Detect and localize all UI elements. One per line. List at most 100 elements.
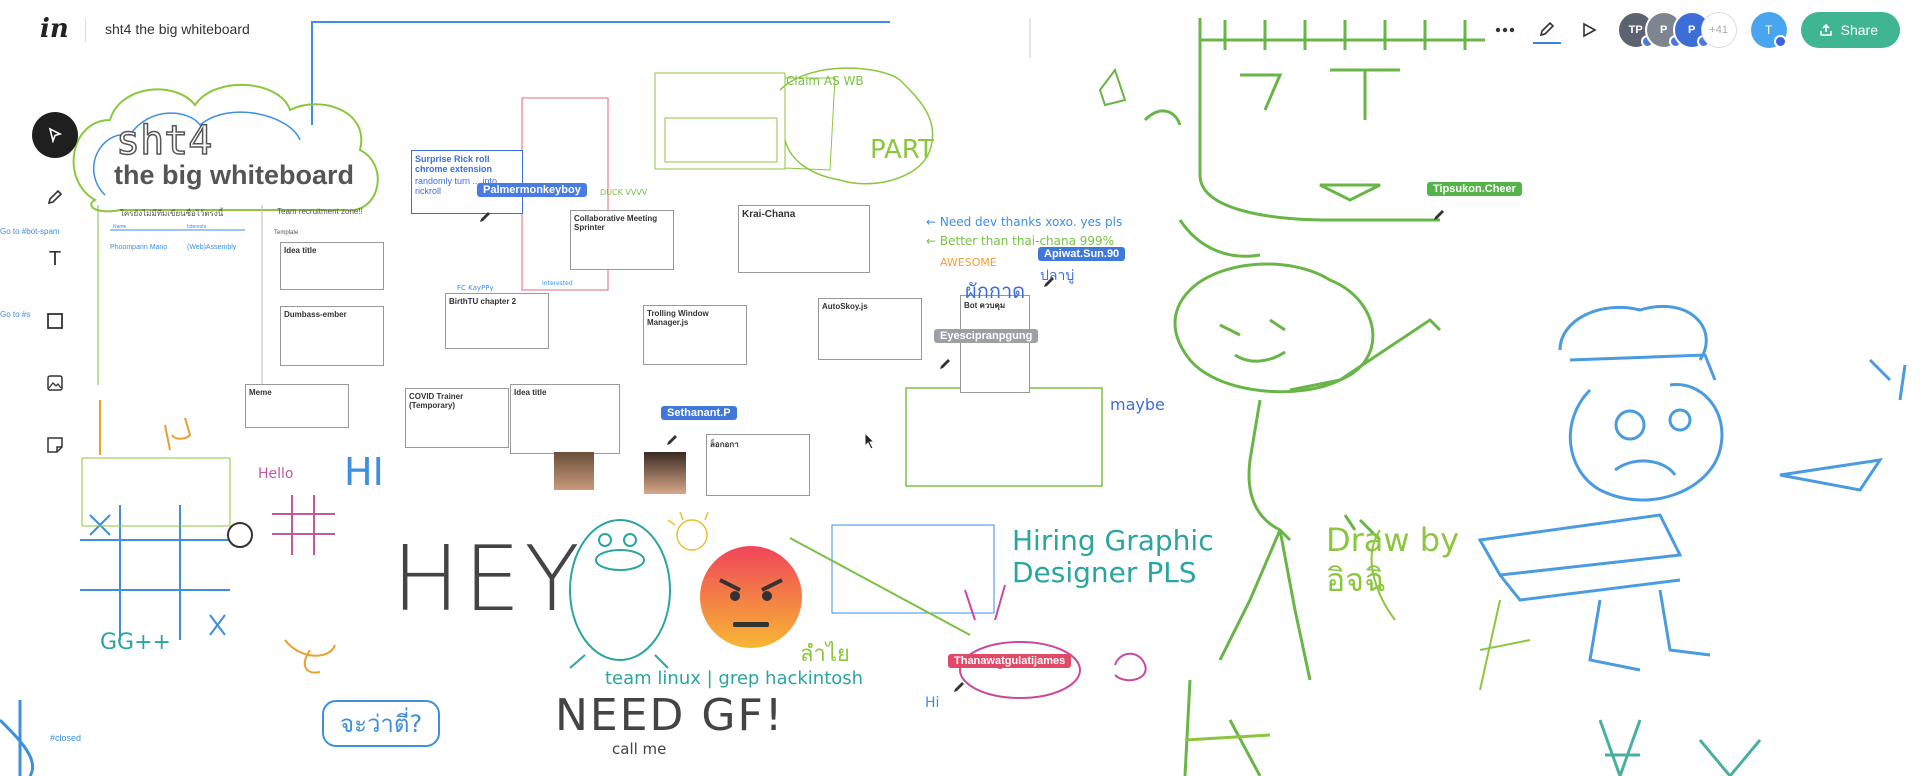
table-header-cell: Name bbox=[113, 224, 127, 230]
more-options-icon[interactable] bbox=[1491, 16, 1519, 44]
card-title: COVID Trainer (Temporary) bbox=[409, 392, 464, 410]
share-button[interactable]: Share bbox=[1800, 12, 1900, 48]
profile-photo[interactable] bbox=[644, 452, 686, 494]
annotation-text[interactable]: Interested bbox=[542, 280, 573, 287]
annotation-text[interactable]: ปลาบู่ bbox=[1040, 268, 1075, 284]
mouse-pointer-icon bbox=[864, 432, 876, 450]
header-actions: TP P P +41 T Share bbox=[1491, 11, 1900, 49]
card-title: Surprise Rick roll chrome extension bbox=[415, 154, 493, 174]
annotation-text[interactable]: call me bbox=[612, 740, 667, 758]
table-header-cell: Interests bbox=[187, 224, 207, 230]
share-label: Share bbox=[1840, 22, 1878, 38]
idea-card[interactable]: ล็อกอกา bbox=[706, 434, 810, 496]
image-tool-button[interactable] bbox=[32, 360, 78, 406]
collaborator-cursor-label: Palmermonkeyboy bbox=[477, 183, 587, 197]
collaborator-avatars[interactable]: TP P P +41 bbox=[1616, 11, 1737, 49]
drawing-toolbar: T bbox=[32, 112, 78, 468]
board-heading-sht4[interactable]: sht4 bbox=[115, 117, 213, 165]
collaborator-pen-icon bbox=[667, 435, 677, 445]
table-row-cell: (Web)Assembly bbox=[187, 244, 237, 251]
idea-card[interactable]: Surprise Rick roll chrome extension rand… bbox=[411, 150, 523, 214]
board-heading-main[interactable]: the big whiteboard bbox=[114, 160, 354, 190]
idea-card[interactable]: Dumbass-ember bbox=[280, 306, 384, 366]
annotation-text[interactable]: maybe bbox=[1110, 395, 1165, 414]
idea-card[interactable]: Collaborative Meeting Sprinter bbox=[570, 210, 674, 270]
current-user-avatar[interactable]: T bbox=[1750, 12, 1787, 48]
left-link-text[interactable]: Go to #bot-spam bbox=[0, 227, 60, 236]
card-title: Trolling Window Manager.js bbox=[647, 309, 709, 327]
share-icon bbox=[1819, 23, 1832, 36]
collaborator-cursor-label: Eyescipranpgung bbox=[934, 329, 1039, 343]
annotation-text[interactable]: จะว่าตี่? bbox=[322, 700, 441, 747]
annotation-text[interactable]: NEED GF! bbox=[555, 690, 785, 741]
collaborator-pen-icon bbox=[940, 359, 950, 369]
collaborator-cursor-label: Tipsukon.Cheer bbox=[1427, 182, 1522, 196]
card-title: Krai-Chana bbox=[742, 209, 796, 220]
closed-tag[interactable]: #closed bbox=[50, 733, 82, 743]
annotation-text[interactable]: PART bbox=[870, 135, 934, 165]
section-label[interactable]: ใครยังไม่มีทีมเขียนชื่อไว้ตรงนี้ bbox=[120, 209, 224, 218]
idea-card[interactable]: AutoSkoy.js bbox=[818, 298, 922, 360]
card-title: Dumbass-ember bbox=[284, 310, 347, 319]
card-title: Meme bbox=[249, 388, 272, 397]
annotation-text[interactable]: Draw by อิจฉิ bbox=[1326, 521, 1459, 599]
idea-card[interactable]: Idea title bbox=[280, 242, 384, 290]
annotation-text[interactable]: DUCK VVVV bbox=[600, 188, 648, 197]
collaborator-cursor-label: Sethanant.P bbox=[661, 406, 737, 420]
board-title[interactable]: sht4 the big whiteboard bbox=[105, 21, 250, 37]
card-title: Bot ควบคุม bbox=[964, 301, 1006, 310]
avatar[interactable]: P bbox=[1672, 11, 1711, 49]
image-icon bbox=[47, 375, 63, 391]
idea-card[interactable]: Trolling Window Manager.js bbox=[643, 305, 747, 365]
profile-photo[interactable] bbox=[554, 452, 594, 490]
idea-card[interactable]: Krai-Chana bbox=[738, 205, 870, 273]
annotation-text[interactable]: Hi bbox=[925, 695, 940, 711]
annotation-text[interactable]: HEY bbox=[392, 527, 584, 632]
cursor-arrow-icon bbox=[48, 127, 63, 143]
square-icon bbox=[47, 313, 63, 329]
annotation-text[interactable]: Hello bbox=[258, 466, 294, 482]
invision-logo[interactable]: in bbox=[40, 14, 69, 44]
annotation-text[interactable]: FC KayPPy bbox=[457, 284, 494, 292]
idea-card[interactable]: BirthTU chapter 2 bbox=[445, 293, 549, 349]
collaborator-pen-icon bbox=[1044, 277, 1054, 287]
table-row-cell: Phoomparin Mano bbox=[110, 244, 168, 251]
header-divider bbox=[85, 18, 86, 42]
annotation-text[interactable]: HI bbox=[344, 450, 384, 494]
sticky-note-tool-button[interactable] bbox=[32, 422, 78, 468]
edit-pen-icon[interactable] bbox=[1532, 16, 1561, 44]
pen-tool-button[interactable] bbox=[32, 174, 78, 220]
annotation-text[interactable]: team linux | grep hackintosh bbox=[605, 668, 864, 689]
text-tool-button[interactable]: T bbox=[32, 236, 78, 282]
annotation-text[interactable]: GG++ bbox=[100, 630, 171, 655]
collaborator-pen-icon bbox=[1434, 210, 1444, 220]
annotation-text[interactable]: ← Better than thai-chana 999% bbox=[926, 234, 1115, 248]
present-play-icon[interactable] bbox=[1575, 16, 1603, 44]
annotation-text[interactable]: AWESOME bbox=[940, 256, 997, 269]
annotation-text[interactable]: Claim AS WB bbox=[786, 74, 864, 88]
section-label[interactable]: Template bbox=[274, 230, 299, 236]
collaborator-cursor-label: Thanawatgulatijames bbox=[948, 654, 1072, 668]
idea-card[interactable]: COVID Trainer (Temporary) bbox=[405, 388, 509, 448]
text-tool-icon: T bbox=[48, 247, 62, 270]
idea-card[interactable]: Bot ควบคุม bbox=[960, 295, 1030, 393]
pencil-icon bbox=[47, 189, 63, 205]
card-title: BirthTU chapter 2 bbox=[449, 297, 517, 306]
annotation-text[interactable]: Hiring Graphic Designer PLS bbox=[1012, 524, 1214, 589]
section-label[interactable]: Team recruitment zone!! bbox=[277, 207, 363, 216]
idea-card[interactable]: Meme bbox=[245, 384, 349, 428]
annotation-text[interactable]: ผักกาด bbox=[965, 279, 1026, 303]
card-title: Idea title bbox=[284, 246, 317, 255]
shape-tool-button[interactable] bbox=[32, 298, 78, 344]
card-title: ล็อกอกา bbox=[710, 440, 739, 449]
collaborator-pen-icon bbox=[954, 682, 964, 692]
left-link-text[interactable]: Go to #s bbox=[0, 310, 31, 319]
annotation-text[interactable]: ← Need dev thanks xoxo. yes pls bbox=[926, 215, 1123, 229]
more-collaborators-count[interactable]: +41 bbox=[1700, 12, 1737, 48]
idea-card[interactable]: Idea title bbox=[510, 384, 620, 454]
annotation-text[interactable]: ลำไย bbox=[800, 642, 850, 667]
angry-face-emoji bbox=[700, 546, 802, 648]
select-tool-button[interactable] bbox=[32, 112, 78, 158]
card-title: Idea title bbox=[514, 388, 547, 397]
